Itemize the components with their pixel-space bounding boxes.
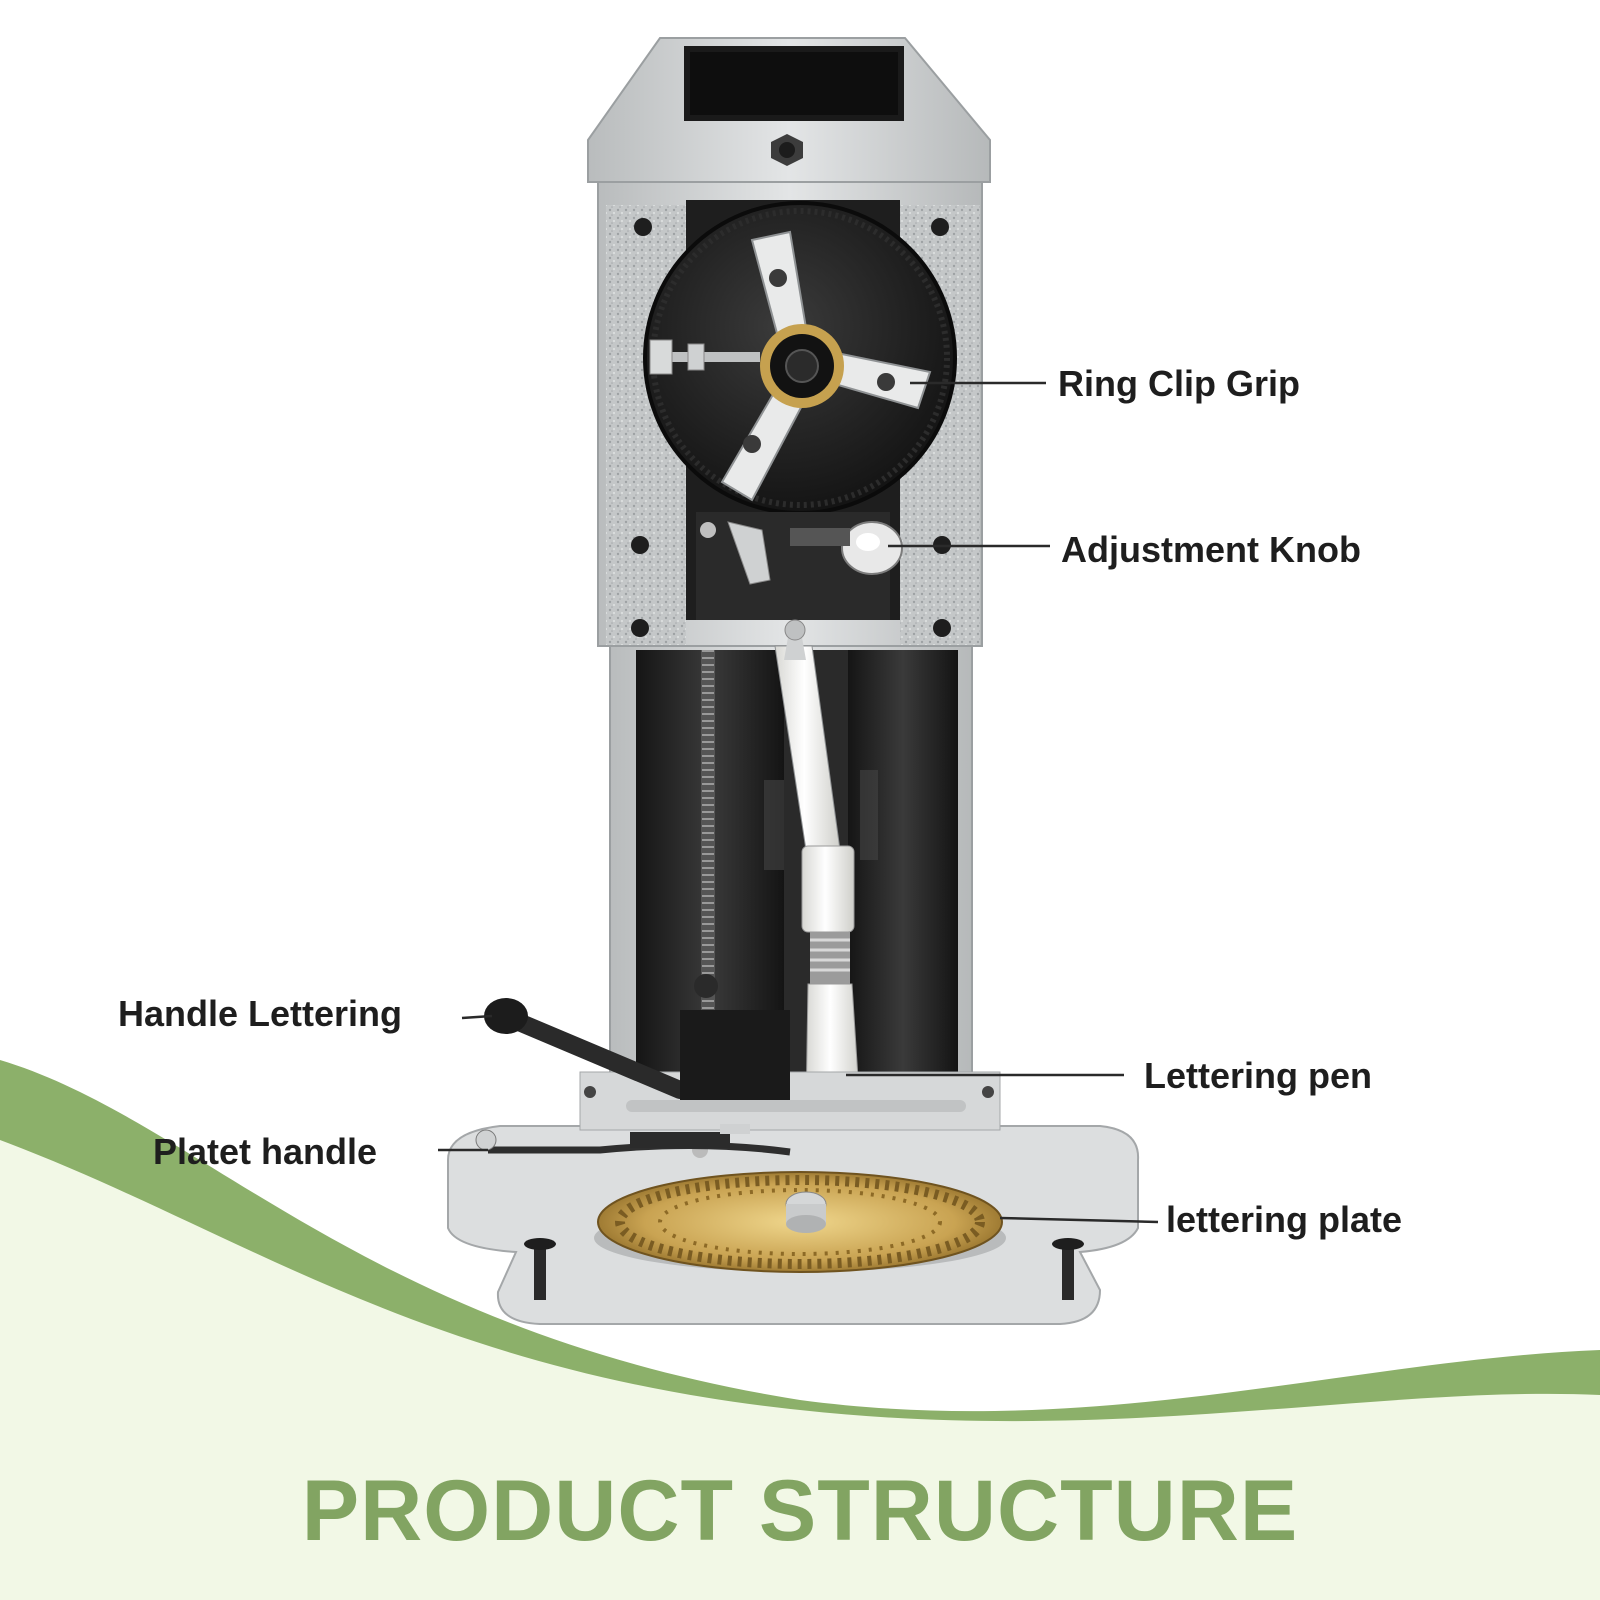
platet-handle bbox=[475, 1124, 791, 1156]
callout-adjustment-knob: Adjustment Knob bbox=[1061, 529, 1361, 570]
callout-ring-clip-grip: Ring Clip Grip bbox=[1058, 363, 1300, 404]
lettering-plate bbox=[597, 1171, 1003, 1273]
callout-handle-lettering: Handle Lettering bbox=[118, 993, 403, 1034]
callout-lettering-pen: Lettering pen bbox=[1144, 1055, 1373, 1096]
callout-platet-handle: Platet handle bbox=[153, 1131, 378, 1172]
ring-clip-grip bbox=[643, 201, 957, 515]
machine-column bbox=[609, 619, 973, 1107]
callout-lettering-plate: lettering plate bbox=[1166, 1199, 1403, 1240]
machine-head bbox=[587, 37, 991, 183]
background-wave bbox=[0, 1060, 1600, 1600]
leader-lines bbox=[438, 381, 1159, 1224]
page-title: PRODUCT STRUCTURE bbox=[301, 1463, 1299, 1559]
adjustment-knob bbox=[696, 512, 903, 620]
